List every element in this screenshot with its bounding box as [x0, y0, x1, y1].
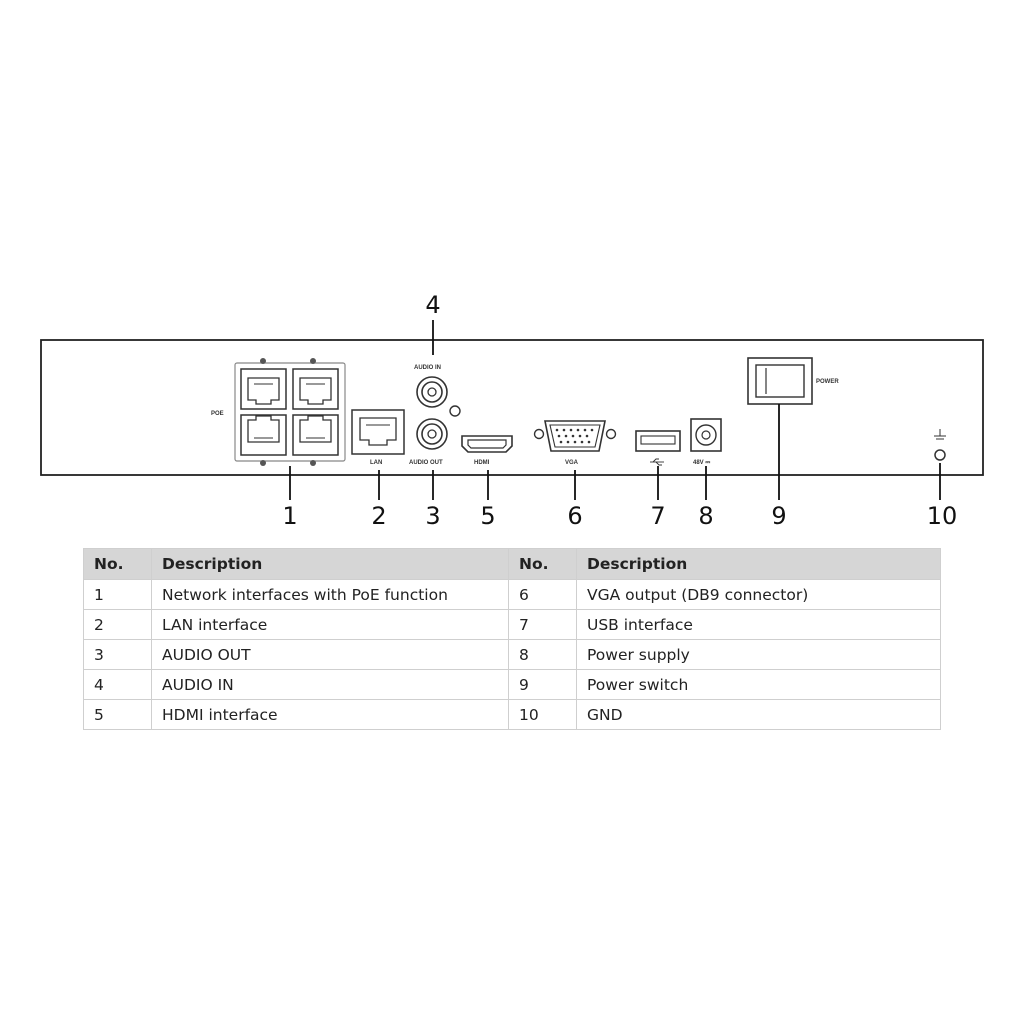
- callout-9: 9: [771, 502, 786, 530]
- hdmi-port: [461, 435, 513, 453]
- poe-port-3: [240, 414, 287, 456]
- row-desc-right: Power switch: [576, 669, 941, 700]
- row-desc-left: AUDIO IN: [151, 669, 509, 700]
- poe-port-2: [292, 368, 339, 410]
- callout-7: 7: [650, 502, 665, 530]
- row-no-left: 1: [83, 579, 152, 610]
- audio-in-label: AUDIO IN: [414, 365, 441, 371]
- callout-4: 4: [425, 291, 440, 319]
- row-desc-left: AUDIO OUT: [151, 639, 509, 670]
- chassis-outline: [40, 339, 984, 476]
- ground-terminal: [934, 449, 946, 461]
- row-desc-right: VGA output (DB9 connector): [576, 579, 941, 610]
- callout-2: 2: [371, 502, 386, 530]
- row-no-right: 9: [508, 669, 577, 700]
- power-switch: [747, 357, 813, 405]
- poe-port-4: [292, 414, 339, 456]
- legend-table: No. Description No. Description 1 Networ…: [83, 548, 941, 730]
- header-description-left: Description: [151, 548, 509, 580]
- ground-icon: [934, 429, 946, 440]
- table-row: 2 LAN interface 7 USB interface: [83, 609, 941, 640]
- header-no-left: No.: [83, 548, 152, 580]
- header-no-right: No.: [508, 548, 577, 580]
- callout-1: 1: [282, 502, 297, 530]
- callout-6: 6: [567, 502, 582, 530]
- table-row: 4 AUDIO IN 9 Power switch: [83, 669, 941, 700]
- row-desc-right: Power supply: [576, 639, 941, 670]
- row-no-right: 6: [508, 579, 577, 610]
- vga-port: [533, 420, 617, 452]
- row-desc-left: LAN interface: [151, 609, 509, 640]
- row-desc-right: GND: [576, 699, 941, 730]
- power-supply-jack: [690, 418, 722, 452]
- row-no-left: 4: [83, 669, 152, 700]
- vga-label: VGA: [565, 460, 579, 466]
- lan-port: [351, 409, 405, 455]
- row-desc-left: HDMI interface: [151, 699, 509, 730]
- callout-10: 10: [927, 502, 958, 530]
- callout-8: 8: [698, 502, 713, 530]
- lan-label: LAN: [370, 460, 382, 466]
- table-row: 3 AUDIO OUT 8 Power supply: [83, 639, 941, 670]
- row-no-right: 7: [508, 609, 577, 640]
- usb-port: [635, 430, 681, 452]
- callout-3: 3: [425, 502, 440, 530]
- poe-port-1: [240, 368, 287, 410]
- header-description-right: Description: [576, 548, 941, 580]
- leader-lines: [289, 320, 941, 500]
- row-desc-right: USB interface: [576, 609, 941, 640]
- poe-port-block: [234, 358, 346, 466]
- table-row: 1 Network interfaces with PoE function 6…: [83, 579, 941, 610]
- audio-out-label: AUDIO OUT: [409, 460, 443, 466]
- row-no-right: 10: [508, 699, 577, 730]
- table-row: 5 HDMI interface 10 GND: [83, 699, 941, 730]
- row-no-left: 5: [83, 699, 152, 730]
- rear-panel-diagram: POE LAN AUDIO IN AUDIO OUT HDMI VGA: [40, 291, 984, 530]
- row-no-left: 2: [83, 609, 152, 640]
- poe-label: POE: [211, 411, 224, 417]
- hdmi-label: HDMI: [474, 460, 490, 466]
- power-label: POWER: [816, 379, 839, 385]
- row-no-left: 3: [83, 639, 152, 670]
- callout-5: 5: [480, 502, 495, 530]
- row-desc-left: Network interfaces with PoE function: [151, 579, 509, 610]
- table-header-row: No. Description No. Description: [83, 548, 941, 580]
- usb-icon: [650, 458, 664, 466]
- power-supply-label: 48V ⎓: [693, 460, 710, 466]
- row-no-right: 8: [508, 639, 577, 670]
- audio-in-jack: [416, 376, 448, 408]
- audio-out-jack: [416, 418, 448, 450]
- audio-indicator: [449, 405, 461, 417]
